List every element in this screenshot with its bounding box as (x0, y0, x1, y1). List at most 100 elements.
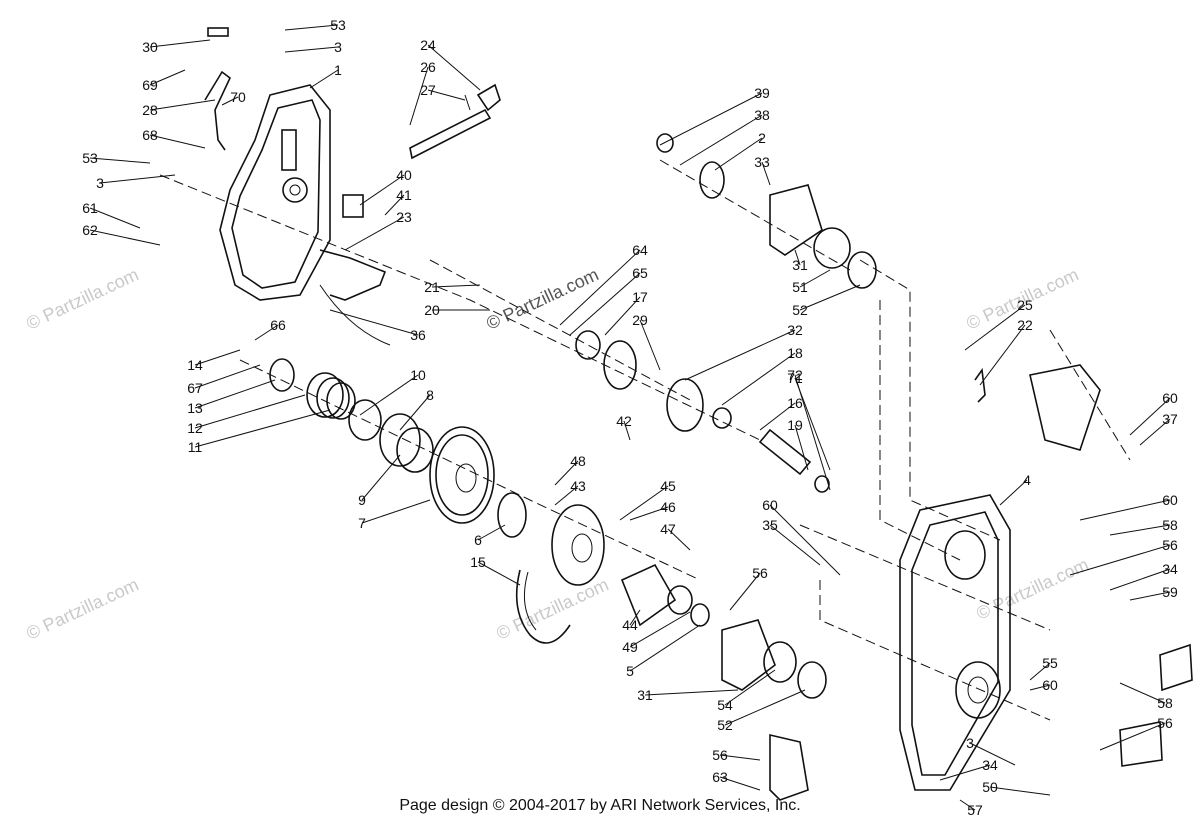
leader-line (799, 269, 831, 288)
part-callout: 33 (754, 154, 770, 170)
leader-line (194, 364, 261, 389)
leader-line (604, 296, 641, 336)
leader-line (667, 528, 691, 551)
part-callout: 25 (1017, 297, 1033, 313)
middle-shaft-parts (575, 330, 830, 493)
leader-line (724, 669, 776, 706)
part-callout: 67 (187, 380, 203, 396)
part-callout: 32 (787, 322, 803, 338)
part-callout: 19 (787, 417, 803, 433)
part-callout: 44 (622, 617, 638, 633)
part-callout: 30 (142, 39, 158, 55)
leader-line (759, 402, 796, 431)
part-callout: 3 (96, 175, 104, 191)
leader-line (1069, 544, 1171, 576)
leader-line (1129, 397, 1171, 436)
part-callout: 31 (792, 257, 808, 273)
leader-line (1099, 722, 1166, 751)
part-callout: 43 (570, 478, 586, 494)
part-callout: 13 (187, 400, 203, 416)
part-callout: 17 (632, 289, 648, 305)
leader-line (477, 561, 521, 586)
part-callout: 56 (1157, 715, 1173, 731)
chaincase-cover (204, 27, 391, 346)
part-callout: 8 (426, 387, 434, 403)
part-callout: 39 (754, 85, 770, 101)
part-callout: 26 (420, 59, 436, 75)
leader-line (99, 174, 176, 184)
part-callout: 56 (1162, 537, 1178, 553)
part-callout: 40 (396, 167, 412, 183)
leader-line (309, 69, 339, 89)
part-callout: 52 (717, 717, 733, 733)
part-callout: 47 (660, 521, 676, 537)
part-callout: 10 (410, 367, 426, 383)
leader-line (794, 377, 831, 471)
leader-line (344, 216, 405, 251)
leader-line (623, 420, 631, 441)
part-callout: 59 (1162, 584, 1178, 600)
part-callout: 36 (410, 327, 426, 343)
leader-line (284, 46, 339, 53)
leader-line (639, 319, 661, 371)
leader-line (629, 624, 701, 672)
part-callout: 27 (420, 82, 436, 98)
part-callout: 2 (758, 130, 766, 146)
part-callout: 9 (358, 492, 366, 508)
footer-text: Page design © 2004-2017 by ARI Network S… (399, 797, 800, 814)
leader-line (399, 394, 431, 431)
leader-line (721, 352, 796, 406)
part-callout: 51 (792, 279, 808, 295)
leader-line (194, 379, 276, 409)
part-callout: 60 (1042, 677, 1058, 693)
spring-stack (269, 358, 434, 473)
part-callout: 45 (660, 478, 676, 494)
leader-line (794, 424, 809, 471)
leader-line (719, 776, 761, 791)
leader-line (359, 374, 419, 416)
leader-line (629, 611, 691, 648)
part-callout: 20 (424, 302, 440, 318)
part-callout: 70 (230, 89, 246, 105)
leader-line (149, 134, 206, 149)
part-callout: 52 (792, 302, 808, 318)
leader-line (999, 479, 1028, 506)
part-callout: 60 (1162, 492, 1178, 508)
leader-line (724, 689, 806, 726)
leader-line (979, 324, 1026, 386)
leader-line (554, 485, 579, 506)
part-callout: 65 (632, 265, 648, 281)
leader-line (1109, 568, 1171, 591)
part-callout: 72 (787, 367, 803, 383)
leader-line (569, 272, 641, 336)
part-callout: 42 (616, 413, 632, 429)
leader-line (714, 137, 763, 171)
part-callout: 41 (396, 187, 412, 203)
part-callout: 3 (334, 39, 342, 55)
part-callout: 14 (187, 357, 203, 373)
leader-line (794, 249, 801, 266)
part-callout: 5 (626, 663, 634, 679)
leader-line (221, 96, 239, 106)
leader-line (684, 329, 796, 381)
part-callout: 3 (966, 735, 974, 751)
part-callout: 18 (787, 345, 803, 361)
part-callout: 57 (967, 802, 983, 818)
part-callout: 21 (424, 279, 440, 295)
leader-line (959, 799, 976, 811)
leader-line (629, 506, 669, 521)
part-callout: 4 (1023, 472, 1031, 488)
leader-line (989, 786, 1051, 796)
leader-line (644, 689, 739, 696)
part-callout: 56 (712, 747, 728, 763)
leader-line (729, 572, 761, 611)
leader-line (554, 460, 579, 486)
part-callout: 61 (82, 200, 98, 216)
leader-line (477, 524, 506, 541)
part-callout: 55 (1042, 655, 1058, 671)
part-callout: 58 (1162, 517, 1178, 533)
main-chaincase (769, 494, 1193, 801)
large-sprocket (429, 426, 495, 524)
drive-chain (515, 569, 571, 644)
part-callout: 71 (787, 370, 803, 386)
